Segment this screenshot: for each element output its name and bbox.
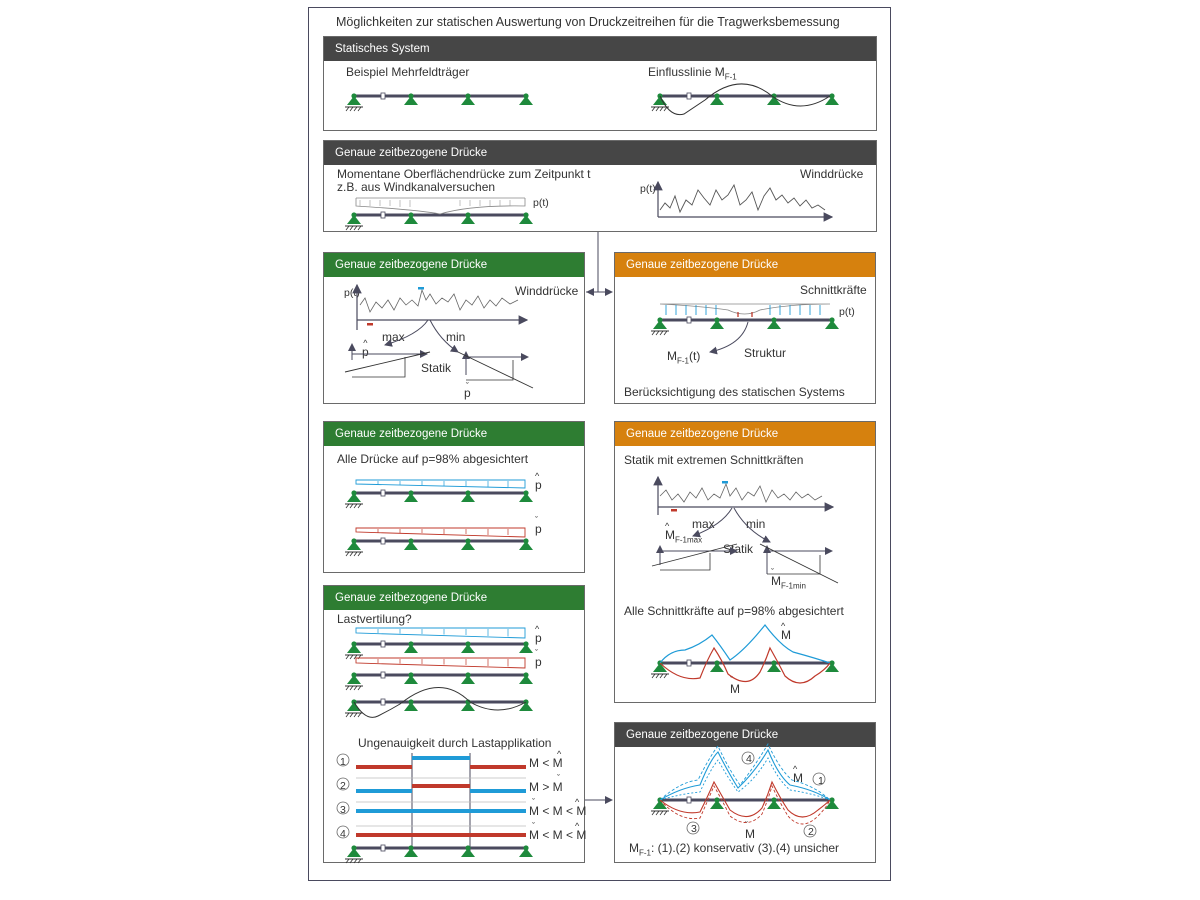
row-number-1: 1 [340,756,346,768]
row-number-2: 2 [340,780,346,792]
accent-4a: ˇ [532,821,535,831]
accent-4b: ^ [575,821,580,831]
internal-forces-title: Schnittkräfte [800,283,867,297]
panel-exact-pressures-1: Genaue zeitbezogene Drücke Momentane Obe… [323,140,877,232]
accent-1: ^ [557,749,562,759]
load-distribution-title: Lastvertilung? [337,612,412,626]
circle-number-3: 3 [691,823,697,835]
panel-header: Genaue zeitbezogene Drücke [615,253,875,277]
circle-number-4: 4 [746,753,752,765]
panel-exact-pressures-orange-2: Genaue zeitbezogene Drücke Statik mit ex… [614,421,876,703]
max-label: max [382,330,405,344]
all-forces-subtitle: Alle Schnittkräfte auf p=98% abgesichter… [624,604,844,618]
structure-label: Struktur [744,346,787,360]
influence-line-label: Einflusslinie MF-1 [648,65,737,82]
conclusion-text: MF-1: (1).(2) konservativ (3).(4) unsich… [629,841,840,858]
panel-static-system: Statisches System Beispiel Mehrfeldträge… [323,36,877,131]
panel-exact-pressures-orange-1: Genaue zeitbezogene Drücke Schnittkräfte… [614,252,876,404]
multi-span-beam-label: Beispiel Mehrfeldträger [346,65,470,79]
row-number-3: 3 [340,804,346,816]
min-label: min [746,517,766,531]
p-hat-label: ^p [535,624,542,645]
outer-frame [308,7,891,881]
wind-pressure-title: Winddrücke [515,284,579,298]
p-hat-label: ^p [362,338,369,359]
p-hat-label: ^p [535,471,542,492]
panel-header: Genaue zeitbezogene Drücke [324,141,876,165]
all-pressures-title: Alle Drücke auf p=98% abgesichtert [337,452,529,466]
relation-3: M < M < M [529,804,587,818]
pressure-label: p(t) [533,197,549,209]
m-max-label: ^MF-1max [665,521,703,545]
panel-header: Genaue zeitbezogene Drücke [324,422,584,446]
panel-header: Genaue zeitbezogene Drücke [615,422,875,446]
row-number-4: 4 [340,828,346,840]
panel-header: Genaue zeitbezogene Drücke [324,253,584,277]
panel-exact-pressures-green-1: Genaue zeitbezogene Drücke Winddrücke p(… [323,252,585,404]
main-title: Möglichkeiten zur statischen Auswertung … [336,15,840,29]
relation-4: M < M < M [529,828,587,842]
pressure-label: p(t) [839,306,855,318]
panel-exact-pressures-green-2: Genaue zeitbezogene Drücke Alle Drücke a… [323,421,585,573]
statik-label: Statik [723,542,754,556]
accent-3b: ^ [575,797,580,807]
m-hat-label: ^M [793,764,803,785]
panel-header: Genaue zeitbezogene Drücke [324,586,584,610]
relation-1: M < M [529,756,563,770]
panel-header: Statisches System [324,37,876,61]
accent-2: ˇ [557,773,560,783]
extreme-forces-title: Statik mit extremen Schnittkräften [624,453,804,467]
wind-tunnel-text: z.B. aus Windkanalversuchen [337,180,496,194]
panel-exact-pressures-green-3: Genaue zeitbezogene Drücke Lastvertilung… [323,585,587,863]
wind-pressure-title: Winddrücke [800,167,864,181]
moment-label: MF-1(t) [667,349,701,366]
momentary-pressure-text: Momentane Oberflächendrücke zum Zeitpunk… [337,167,591,181]
static-system-footer: Berücksichtigung des statischen Systems [624,385,845,399]
circle-number-1: 1 [818,775,824,787]
m-hat-label: ^M [781,621,791,642]
axis-label: p(t) [344,287,360,299]
panel-header: Genaue zeitbezogene Drücke [615,723,875,747]
accent-3a: ˇ [532,797,535,807]
statik-label: Statik [421,361,452,375]
inaccuracy-subtitle: Ungenauigkeit durch Lastapplikation [358,736,552,750]
relation-2: M > M [529,780,563,794]
min-label: min [446,330,466,344]
axis-label: p(t) [640,183,656,195]
circle-number-2: 2 [808,826,814,838]
